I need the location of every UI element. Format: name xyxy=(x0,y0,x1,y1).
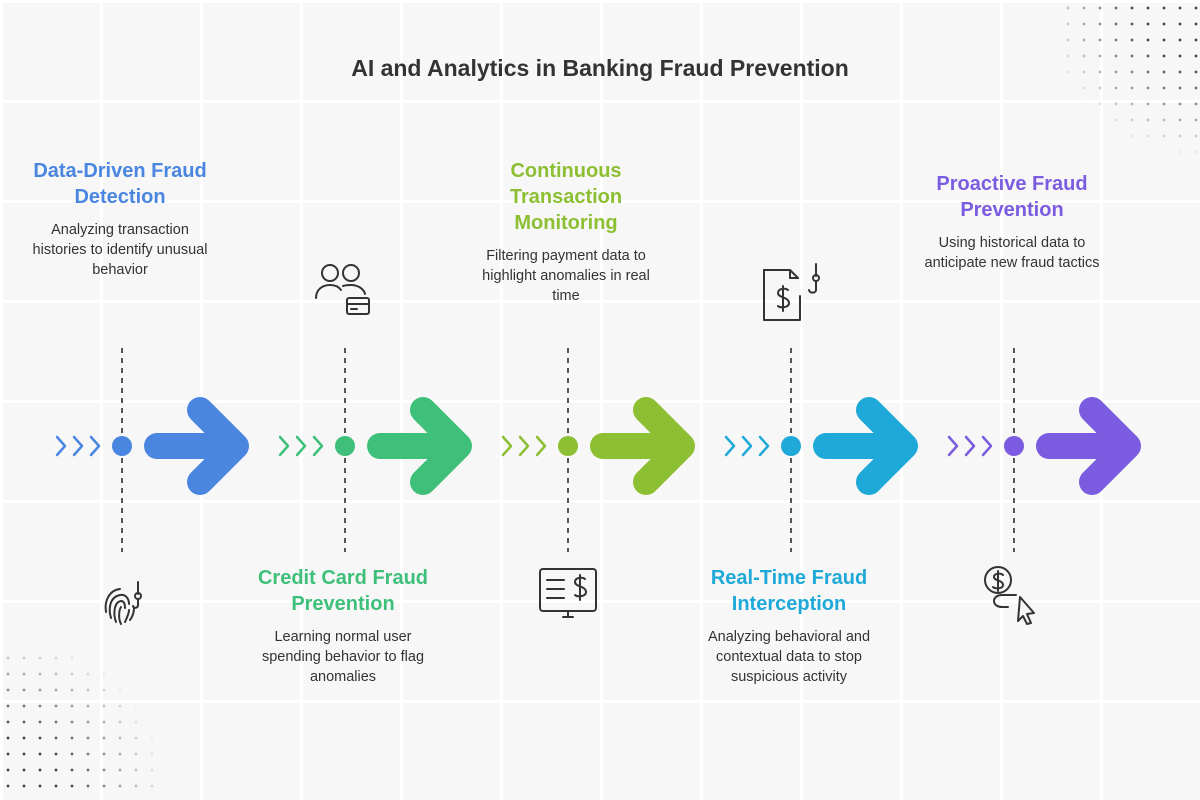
stage-5-marker xyxy=(1004,436,1024,456)
stage-2-flow xyxy=(278,348,472,552)
stage-3-arrow xyxy=(590,397,695,495)
stage-1-arrow xyxy=(144,397,249,495)
stage-2-chevrons xyxy=(278,435,324,457)
diagram-title: AI and Analytics in Banking Fraud Preven… xyxy=(351,55,849,81)
stage-5: Proactive Fraud Prevention Using histori… xyxy=(922,171,1102,273)
stage-4-arrow xyxy=(813,397,918,495)
stage-1: Data-Driven Fraud Detection Analyzing tr… xyxy=(30,158,210,280)
stage-1-heading: Data-Driven Fraud Detection xyxy=(33,160,207,208)
stage-4-marker xyxy=(781,436,801,456)
fingerprint-hook-icon xyxy=(92,572,152,632)
dollar-cursor-icon xyxy=(978,565,1038,625)
stage-1-marker xyxy=(112,436,132,456)
stage-2-description: Learning normal user spending behavior t… xyxy=(261,629,425,685)
stage-3-heading: Continuous Transaction Monitoring xyxy=(509,160,623,234)
stage-4-flow xyxy=(724,348,918,552)
stage-1-description: Analyzing transaction histories to ident… xyxy=(32,222,208,278)
stage-5-arrow xyxy=(1036,397,1141,495)
stage-2-heading: Credit Card Fraud Prevention xyxy=(257,567,429,615)
stage-2-marker xyxy=(335,436,355,456)
stage-2: Credit Card Fraud Prevention Learning no… xyxy=(253,565,433,687)
stage-4: Real-Time Fraud Interception Analyzing b… xyxy=(699,565,879,687)
stage-1-flow xyxy=(55,348,249,552)
stage-5-heading: Proactive Fraud Prevention xyxy=(936,173,1088,221)
stage-4-heading: Real-Time Fraud Interception xyxy=(710,567,868,615)
stage-4-chevrons xyxy=(724,435,770,457)
stage-4-description: Analyzing behavioral and contextual data… xyxy=(707,629,871,685)
stage-5-chevrons xyxy=(947,435,993,457)
stage-5-description: Using historical data to anticipate new … xyxy=(924,235,1100,271)
stage-3-description: Filtering payment data to highlight anom… xyxy=(482,248,650,304)
users-card-icon xyxy=(313,258,373,318)
stage-1-chevrons xyxy=(55,435,101,457)
stage-3-marker xyxy=(558,436,578,456)
monitor-dollar-icon xyxy=(538,565,598,625)
document-dollar-hook-icon xyxy=(760,262,820,322)
stage-3-flow xyxy=(501,348,695,552)
stage-5-flow xyxy=(947,348,1141,552)
stage-3-chevrons xyxy=(501,435,547,457)
stage-3: Continuous Transaction Monitoring Filter… xyxy=(476,158,656,306)
stage-2-arrow xyxy=(367,397,472,495)
